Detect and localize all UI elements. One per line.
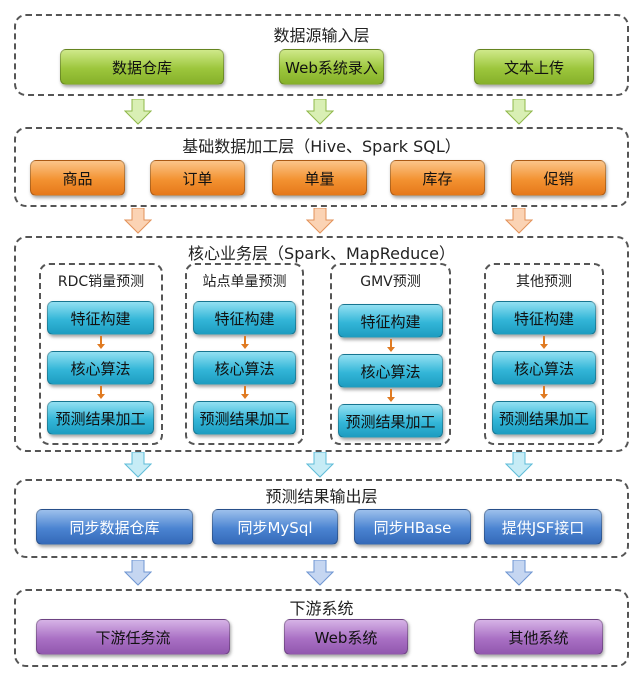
downstream-layer: 下游系统 [14, 589, 629, 667]
output-layer-title: 预测结果输出层 [265, 487, 378, 506]
down-arrow-icon [306, 99, 334, 125]
down-arrow-icon [505, 208, 533, 234]
step-arrow-icon [540, 336, 548, 349]
down-arrow-icon [505, 452, 533, 478]
core-layer-title: 核心业务层（Spark、MapReduce） [188, 244, 455, 263]
core-group-other: 其他预测 [484, 263, 604, 445]
input-item-web-entry[interactable]: Web系统录入 [279, 49, 384, 85]
core-group-rdc: RDC销量预测 [39, 263, 163, 445]
step-arrow-icon [387, 389, 395, 402]
output-item-mysql[interactable]: 同步MySql [212, 509, 338, 545]
core-group-gmv: GMV预测 [330, 263, 451, 445]
output-item-jsf[interactable]: 提供JSF接口 [484, 509, 602, 545]
input-layer: 数据源输入层 [14, 14, 629, 96]
down-arrow-icon [306, 452, 334, 478]
core-layer: 核心业务层（Spark、MapReduce） [14, 236, 629, 452]
input-layer-title: 数据源输入层 [273, 26, 370, 45]
step-arrow-icon [97, 386, 105, 399]
down-arrow-icon [505, 99, 533, 125]
downstream-layer-title: 下游系统 [289, 599, 354, 618]
step-result-processing[interactable]: 预测结果加工 [193, 401, 296, 435]
down-arrow-icon [124, 560, 152, 586]
down-arrow-icon [505, 560, 533, 586]
core-group-station: 站点单量预测 [185, 263, 304, 445]
step-core-algorithm[interactable]: 核心算法 [193, 351, 296, 385]
step-feature-build[interactable]: 特征构建 [338, 304, 443, 338]
down-arrow-icon [124, 208, 152, 234]
output-layer: 预测结果输出层 [14, 479, 629, 558]
processing-item-orders[interactable]: 订单 [150, 160, 245, 196]
core-group-title: 站点单量预测 [202, 274, 287, 290]
processing-item-volume[interactable]: 单量 [272, 160, 367, 196]
step-feature-build[interactable]: 特征构建 [193, 301, 296, 335]
step-result-processing[interactable]: 预测结果加工 [47, 401, 154, 435]
output-item-hbase[interactable]: 同步HBase [354, 509, 471, 545]
core-group-title: RDC销量预测 [57, 274, 145, 290]
input-item-text-upload[interactable]: 文本上传 [474, 49, 594, 85]
step-result-processing[interactable]: 预测结果加工 [492, 401, 596, 435]
core-group-title: 其他预测 [516, 274, 572, 290]
processing-item-promotion[interactable]: 促销 [511, 160, 606, 196]
processing-item-goods[interactable]: 商品 [30, 160, 125, 196]
processing-layer: 基础数据加工层（Hive、Spark SQL） [14, 127, 629, 207]
step-arrow-icon [241, 386, 249, 399]
core-group-title: GMV预测 [360, 274, 421, 290]
processing-layer-title: 基础数据加工层（Hive、Spark SQL） [182, 137, 461, 156]
step-feature-build[interactable]: 特征构建 [47, 301, 154, 335]
downstream-item-task-flow[interactable]: 下游任务流 [36, 619, 230, 655]
down-arrow-icon [306, 560, 334, 586]
downstream-item-other-systems[interactable]: 其他系统 [474, 619, 603, 655]
step-arrow-icon [540, 386, 548, 399]
output-item-data-warehouse[interactable]: 同步数据仓库 [36, 509, 193, 545]
step-core-algorithm[interactable]: 核心算法 [338, 354, 443, 388]
down-arrow-icon [124, 99, 152, 125]
step-arrow-icon [387, 339, 395, 352]
step-core-algorithm[interactable]: 核心算法 [492, 351, 596, 385]
downstream-item-web-system[interactable]: Web系统 [284, 619, 408, 655]
processing-item-inventory[interactable]: 库存 [390, 160, 485, 196]
down-arrow-icon [124, 452, 152, 478]
input-item-data-warehouse[interactable]: 数据仓库 [60, 49, 224, 85]
step-feature-build[interactable]: 特征构建 [492, 301, 596, 335]
step-arrow-icon [241, 336, 249, 349]
down-arrow-icon [306, 208, 334, 234]
step-result-processing[interactable]: 预测结果加工 [338, 404, 443, 438]
step-core-algorithm[interactable]: 核心算法 [47, 351, 154, 385]
step-arrow-icon [97, 336, 105, 349]
